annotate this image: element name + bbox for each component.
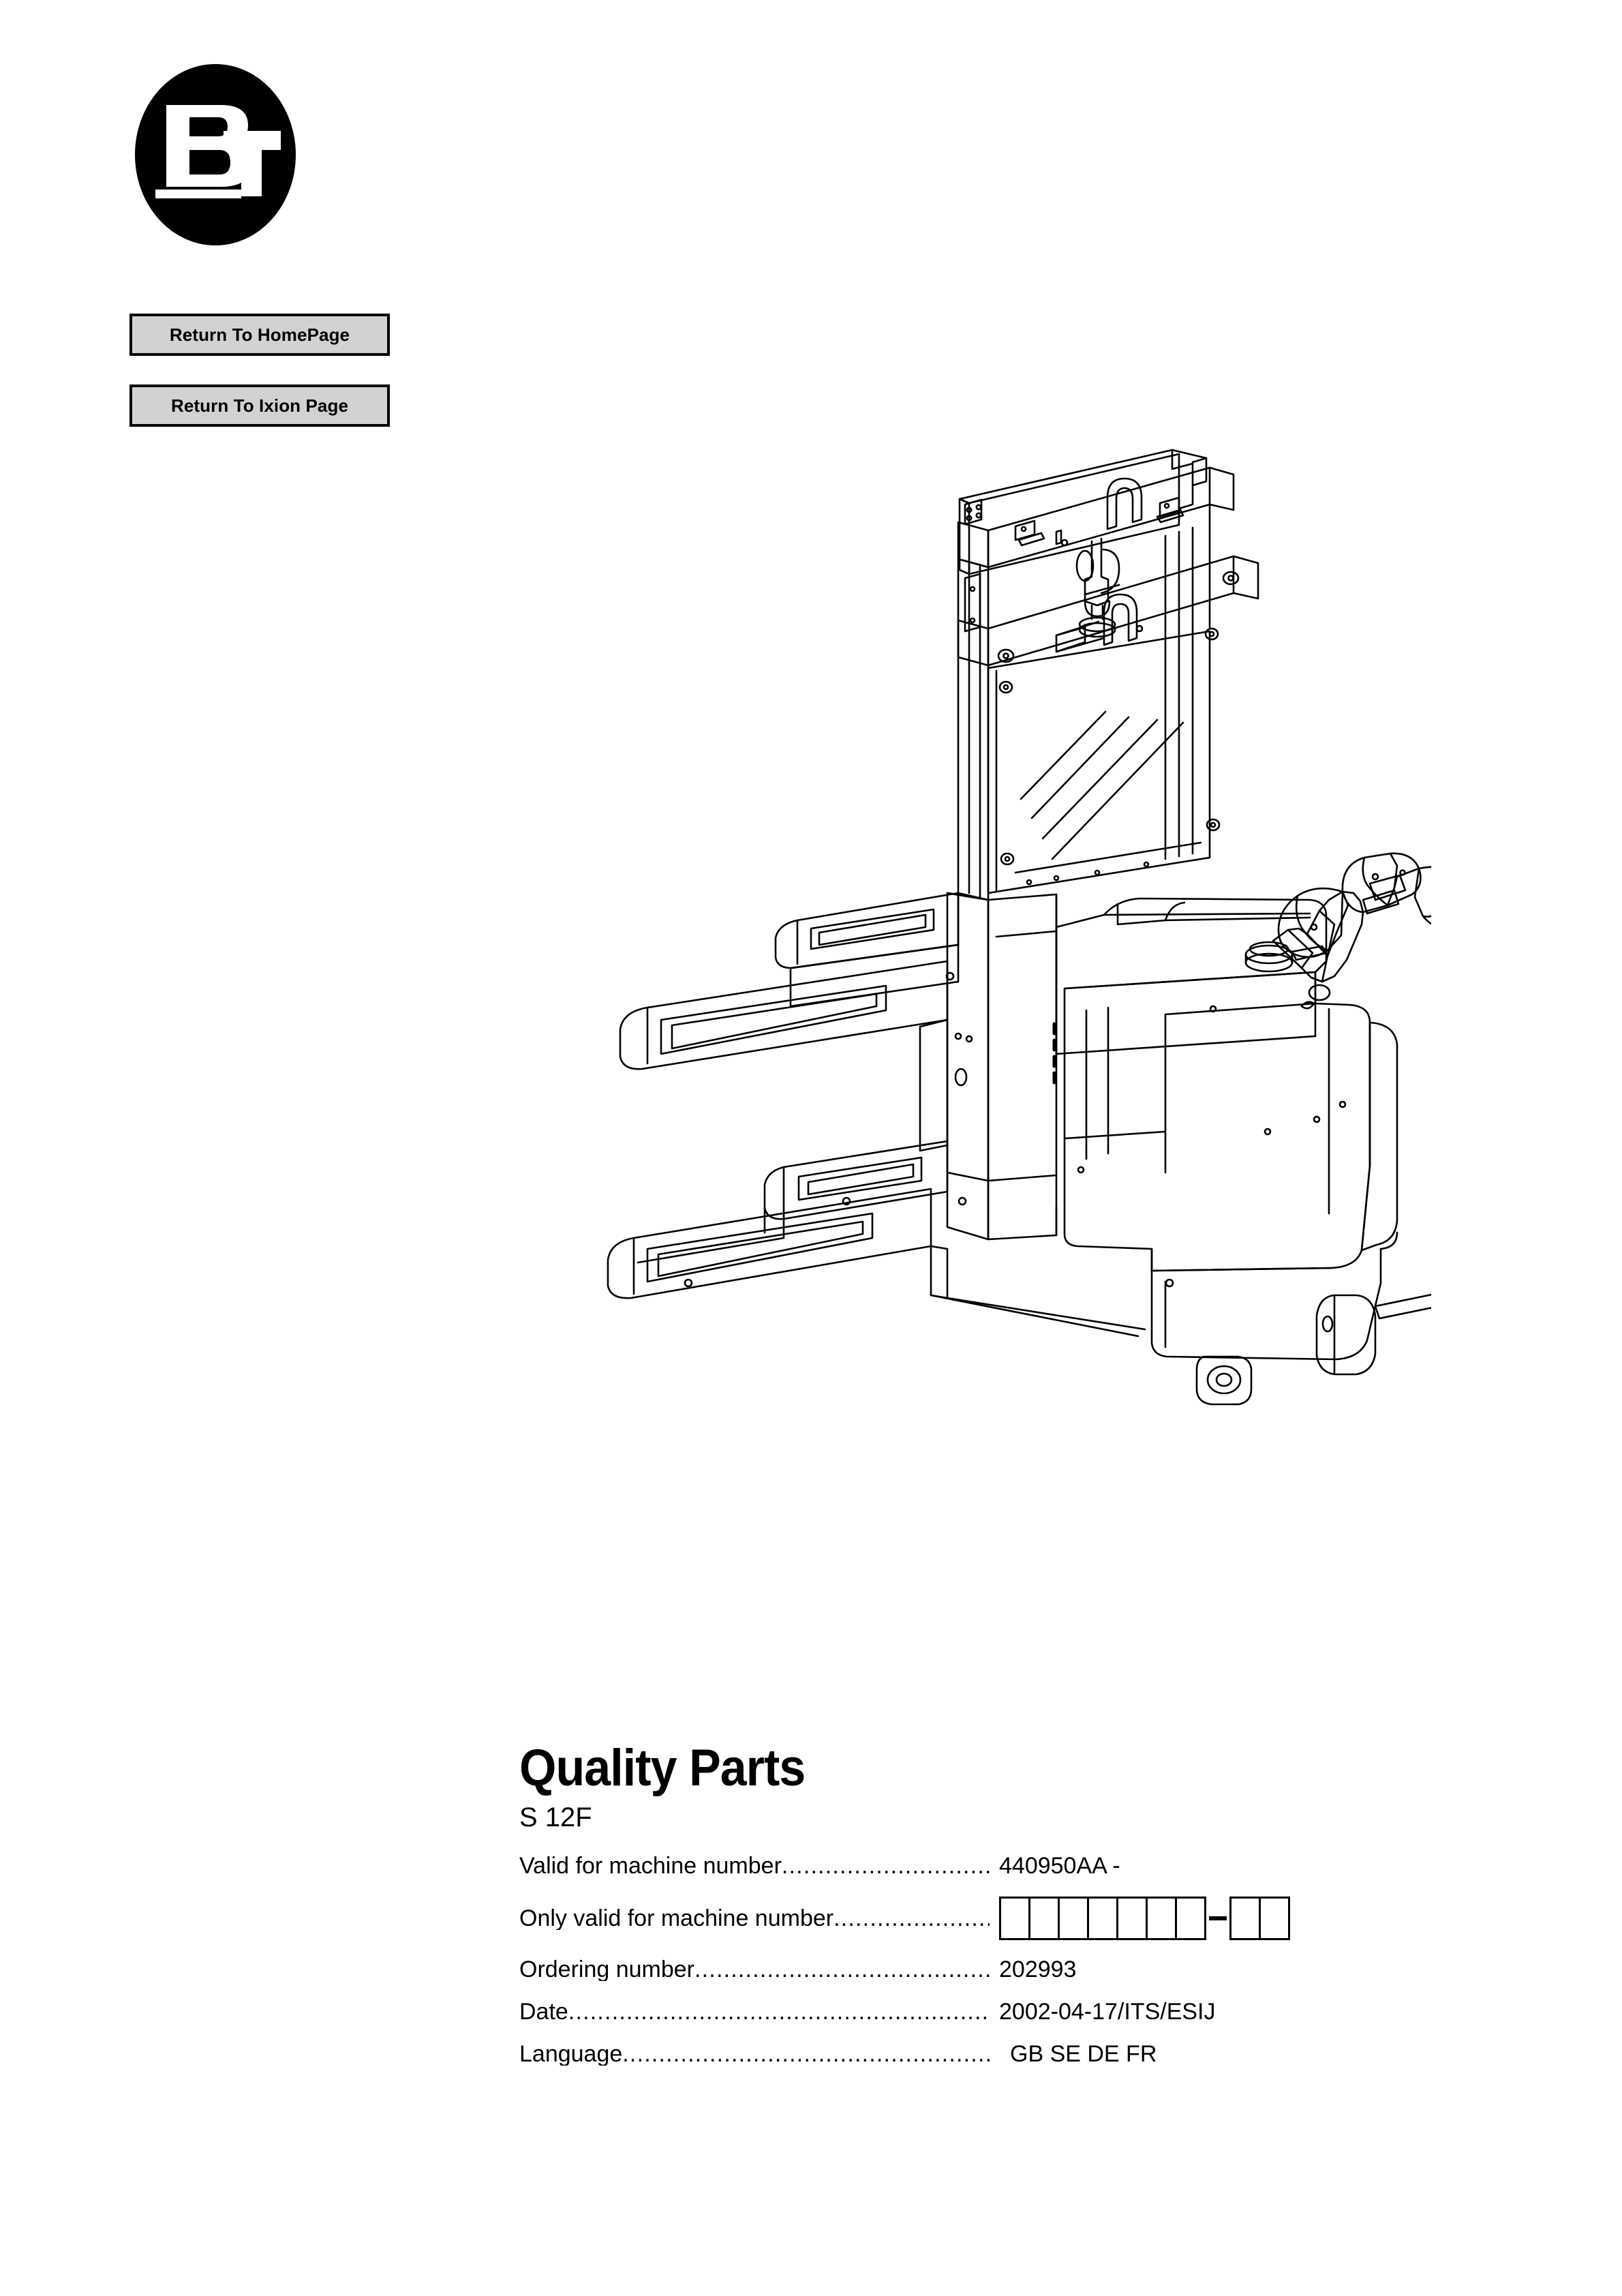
spec-dots: ........................................… bbox=[568, 2000, 990, 2023]
bt-logo-icon bbox=[135, 64, 296, 245]
spec-label-date: Date bbox=[519, 2000, 568, 2023]
spec-label-language: Language bbox=[519, 2042, 623, 2066]
spec-label-valid-for-machine-number: Valid for machine number bbox=[519, 1854, 782, 1877]
spec-row-ordering-number: Ordering number ........................… bbox=[519, 1958, 1542, 1981]
spec-row-date: Date ...................................… bbox=[519, 2000, 1542, 2023]
machine-number-box[interactable] bbox=[1229, 1897, 1261, 1940]
spec-label-wrap: Language ...............................… bbox=[519, 2042, 990, 2066]
model-name: S 12F bbox=[519, 1802, 592, 1832]
machine-number-box[interactable] bbox=[1087, 1897, 1118, 1940]
spec-label-wrap: Only valid for machine number ..........… bbox=[519, 1907, 990, 1930]
machine-number-input-boxes[interactable] bbox=[990, 1897, 1290, 1940]
spec-value-date: 2002-04-17/ITS/ESIJ bbox=[999, 1999, 1216, 2025]
spec-row-language: Language ...............................… bbox=[519, 2042, 1542, 2066]
pallet-stacker-icon bbox=[607, 449, 1431, 1406]
spec-label-wrap: Date ...................................… bbox=[519, 2000, 990, 2023]
spec-dots: ........................................… bbox=[622, 2042, 990, 2066]
machine-number-boxes-left[interactable] bbox=[999, 1897, 1206, 1940]
spec-row-valid-for-machine-number: Valid for machine number ...............… bbox=[519, 1854, 1542, 1877]
document-info-block: Quality Parts S 12F Valid for machine nu… bbox=[519, 1742, 1542, 2085]
bt-logo bbox=[134, 63, 297, 247]
machine-number-box[interactable] bbox=[1028, 1897, 1060, 1940]
navigation-buttons: Return To HomePage Return To Ixion Page bbox=[129, 314, 402, 455]
spec-dots: ........................................… bbox=[781, 1854, 990, 1877]
spec-label-wrap: Ordering number ........................… bbox=[519, 1958, 990, 1981]
machine-number-dash bbox=[1209, 1916, 1227, 1920]
spec-value-valid-for-machine-number: 440950AA - bbox=[999, 1853, 1120, 1879]
machine-number-box[interactable] bbox=[1058, 1897, 1089, 1940]
machine-number-box[interactable] bbox=[1116, 1897, 1148, 1940]
spec-value-ordering-number: 202993 bbox=[999, 1957, 1077, 1982]
return-to-homepage-button[interactable]: Return To HomePage bbox=[129, 314, 390, 356]
spec-label-wrap: Valid for machine number ...............… bbox=[519, 1854, 990, 1877]
spec-dots: ........................................… bbox=[694, 1958, 990, 1981]
return-to-ixion-page-label: Return To Ixion Page bbox=[170, 395, 349, 416]
return-to-homepage-label: Return To HomePage bbox=[169, 324, 350, 345]
spec-row-only-valid-for-machine-number: Only valid for machine number ..........… bbox=[519, 1897, 1542, 1940]
spec-value-language: GB SE DE FR bbox=[1010, 2041, 1157, 2067]
page-title: Quality Parts bbox=[519, 1739, 806, 1797]
machine-number-box[interactable] bbox=[1175, 1897, 1206, 1940]
machine-number-box[interactable] bbox=[1146, 1897, 1177, 1940]
machine-number-box[interactable] bbox=[1259, 1897, 1290, 1940]
return-to-ixion-page-button[interactable]: Return To Ixion Page bbox=[129, 384, 390, 427]
machine-number-boxes-right[interactable] bbox=[1229, 1897, 1290, 1940]
pallet-stacker-illustration bbox=[579, 423, 1431, 1445]
spec-dots: ........................................… bbox=[833, 1907, 990, 1930]
spec-label-only-valid-for-machine-number: Only valid for machine number bbox=[519, 1907, 834, 1930]
machine-number-box[interactable] bbox=[999, 1897, 1030, 1940]
spec-label-ordering-number: Ordering number bbox=[519, 1958, 695, 1981]
